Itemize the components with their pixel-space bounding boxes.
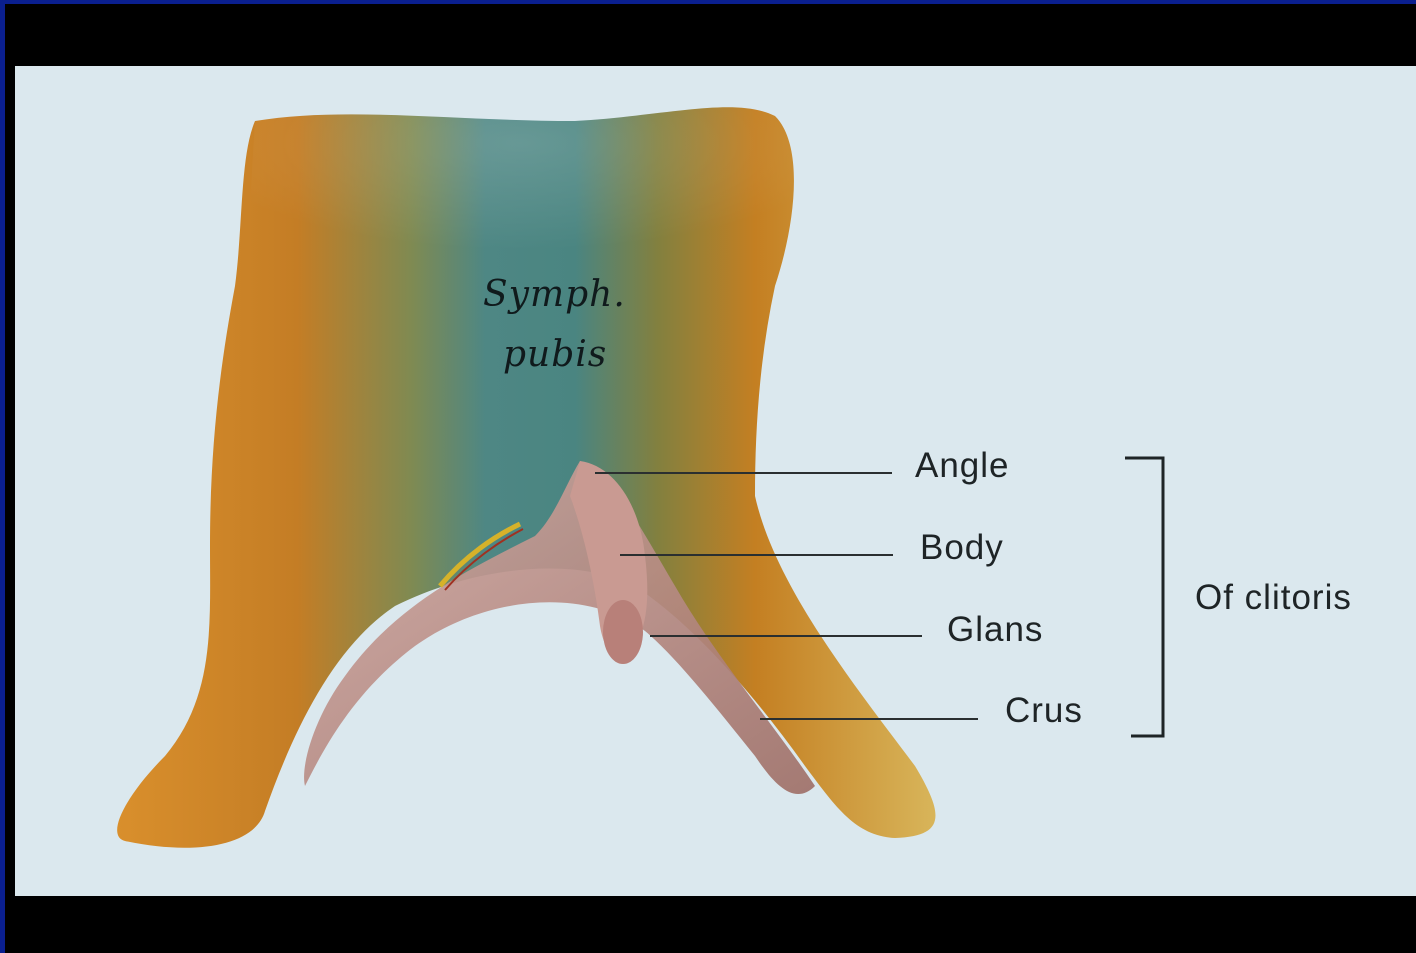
bracket xyxy=(1125,458,1163,736)
glans-shape xyxy=(603,600,643,664)
symphysis-label-line1: Symph. xyxy=(483,274,626,315)
pubic-symphysis-illustration xyxy=(15,66,1416,896)
illustration-plate: Symph. pubis Angle Body Glans Crus Of cl… xyxy=(15,66,1416,896)
bracket-label: Of clitoris xyxy=(1195,578,1352,618)
label-crus: Crus xyxy=(1005,691,1083,731)
symphysis-label-line2: pubis xyxy=(503,334,607,375)
label-glans: Glans xyxy=(947,610,1043,650)
label-angle: Angle xyxy=(915,446,1010,486)
label-body: Body xyxy=(920,528,1004,568)
